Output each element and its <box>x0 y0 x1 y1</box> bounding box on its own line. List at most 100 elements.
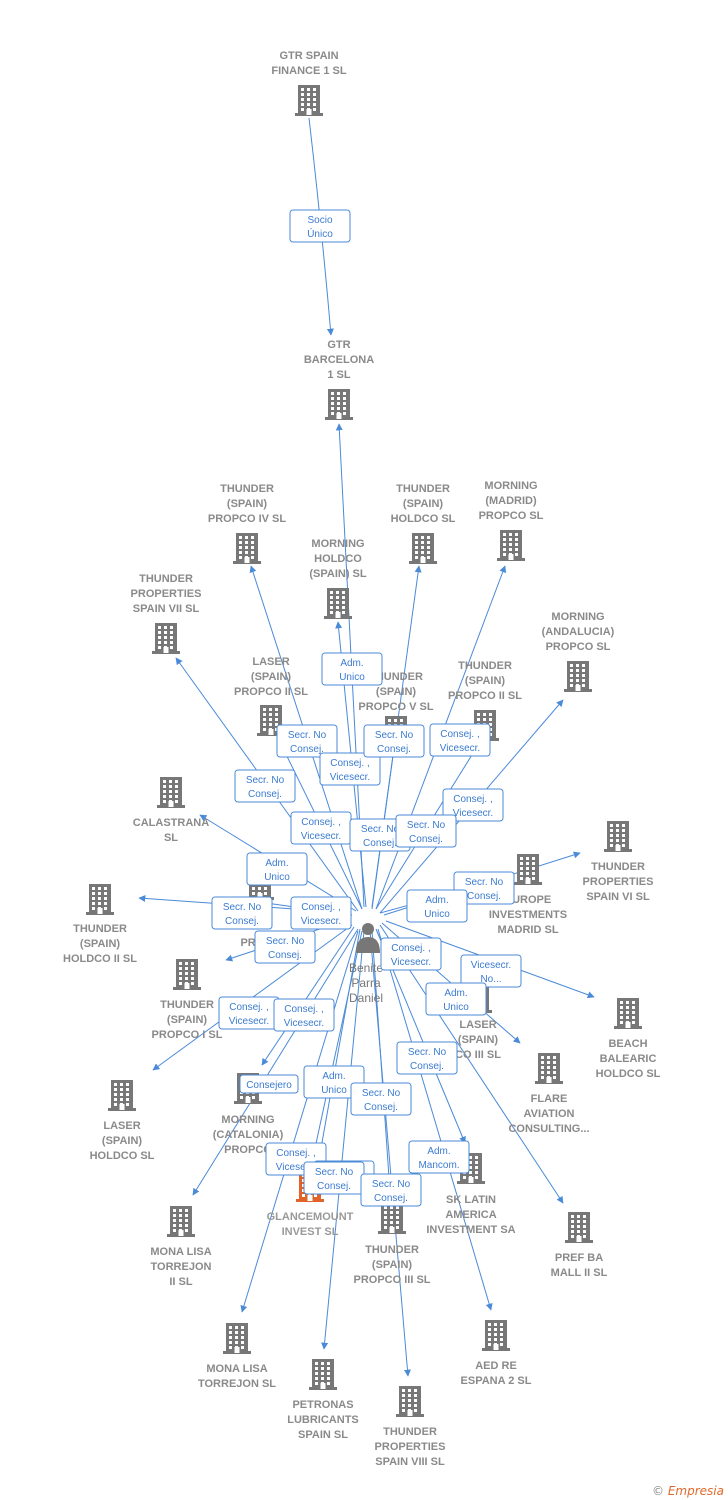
company-name-line: THUNDER <box>139 573 193 585</box>
edge-role-label[interactable]: Adm.Unico <box>406 889 468 923</box>
company-node-morning-andalucia[interactable]: MORNING(ANDALUCIA)PROPCO SL <box>542 611 615 692</box>
company-node-morning-madrid[interactable]: MORNING(MADRID)PROPCO SL <box>479 480 544 561</box>
company-node-thunder-propco-iii[interactable]: THUNDER(SPAIN)PROPCO III SL <box>353 1203 431 1286</box>
edge-role-label[interactable]: Consej. ,Vicesecr. <box>380 937 442 971</box>
building-icon <box>152 623 180 654</box>
company-name-line: LASER <box>103 1120 140 1132</box>
edge-role-text: Consej. <box>363 838 397 849</box>
company-name-line: II SL <box>169 1276 193 1288</box>
building-icon <box>396 1386 424 1417</box>
company-name-line: BARCELONA <box>304 354 374 366</box>
company-name-line: AMERICA <box>445 1209 496 1221</box>
company-name-line: (SPAIN) SL <box>309 568 367 580</box>
company-name-line: THUNDER <box>369 671 423 683</box>
company-node-mona-lisa[interactable]: MONA LISA TORREJON SL <box>198 1323 276 1390</box>
company-node-laser-holdco[interactable]: LASER(SPAIN)HOLDCO SL <box>90 1080 155 1162</box>
company-name-line: HOLDCO SL <box>596 1068 661 1080</box>
company-node-thunder-propco-iv[interactable]: THUNDER(SPAIN)PROPCO IV SL <box>208 483 287 564</box>
company-name-line: PROPCO II SL <box>448 690 522 702</box>
edge-role-text: Vicesecr. <box>276 1162 316 1173</box>
company-name-line: BALEARIC <box>600 1053 657 1065</box>
company-name-line: (SPAIN) <box>80 938 120 950</box>
company-node-flare-aviation[interactable]: FLAREAVIATIONCONSULTING... <box>508 1053 590 1135</box>
edge-role-text: Consej. <box>225 916 259 927</box>
edge-role-text: Adm. <box>427 1146 450 1157</box>
brand-logo[interactable]: Empresia <box>667 1484 724 1498</box>
company-name-line: MONA LISA <box>206 1363 267 1375</box>
company-node-thunder-propco-i[interactable]: THUNDER(SPAIN)PROPCO I SL <box>152 959 223 1041</box>
edge-role-label[interactable]: Consej. ,Vicesecr. <box>442 788 504 822</box>
building-icon <box>173 959 201 990</box>
company-name-line: PROPCO III SL <box>353 1274 430 1286</box>
edge-role-text: Consej. <box>290 744 324 755</box>
edge-role-text: Vicesecr. <box>440 743 480 754</box>
edge-role-label[interactable]: Consej. ,Vicesecr. <box>273 998 335 1032</box>
edge-role-label[interactable]: Adm.Unico <box>303 1065 365 1099</box>
edge-role-text: Secr. No <box>408 1047 447 1058</box>
building-icon <box>604 821 632 852</box>
edge-role-label[interactable]: Adm.Mancom. <box>408 1140 470 1174</box>
company-name-line: LUBRICANTS <box>287 1414 359 1426</box>
edge-line <box>315 928 361 1166</box>
company-name-line: TORREJON SL <box>198 1378 276 1390</box>
edge-role-text: Consej. , <box>391 943 430 954</box>
company-name-line: PROPERTIES <box>131 588 202 600</box>
edge-role-label[interactable]: Adm.Unico <box>425 982 487 1016</box>
company-node-thunder-holdco-ii[interactable]: THUNDER(SPAIN)HOLDCO II SL <box>63 884 137 965</box>
edge-role-text: Consejero <box>246 1080 292 1091</box>
copyright-icon: © <box>652 1484 665 1498</box>
edge-role-label[interactable]: Consejero <box>239 1074 299 1094</box>
edge-role-text: Adm. <box>425 895 448 906</box>
company-name-line: SPAIN VII SL <box>133 603 200 615</box>
company-node-thunder-spain-vii[interactable]: THUNDER PROPERTIES SPAIN VII SL <box>131 573 202 654</box>
edge-role-label[interactable]: Consej. ,Vicesecr. <box>290 896 352 930</box>
company-name-line: INVEST SL <box>282 1226 339 1238</box>
company-name-line: PROPERTIES <box>583 876 654 888</box>
edge-line <box>261 926 355 1066</box>
edge-role-label[interactable]: Consej. ,Vicesecr. <box>290 811 352 845</box>
edge-role-label[interactable]: Consej. ,Vicesecr. <box>319 752 381 786</box>
edge-role-label[interactable]: Vicesecr.No... <box>460 954 522 988</box>
company-name-line: FLARE <box>531 1093 568 1105</box>
company-name-line: (MADRID) <box>485 495 537 507</box>
company-name-line: (SPAIN) <box>465 675 505 687</box>
edge-role-label[interactable]: Adm.Unico <box>246 852 308 886</box>
person-icon[interactable] <box>356 923 380 953</box>
company-name-line: THUNDER <box>220 483 274 495</box>
company-node-thunder-holdco[interactable]: THUNDER(SPAIN)HOLDCO SL <box>391 483 456 564</box>
edge-role-label[interactable]: Consej. ,Vicesecr. <box>429 723 491 757</box>
building-icon <box>614 998 642 1029</box>
company-name-line: AED RE <box>475 1360 517 1372</box>
edge-role-label[interactable]: Consej. ,Vicesecr. <box>218 996 280 1030</box>
edge-role-text: Secr. No <box>407 820 446 831</box>
company-name-line: AVIATION <box>524 1108 575 1120</box>
edge-role-text: Consej. , <box>301 902 340 913</box>
company-name-line: HOLDCO SL <box>391 513 456 525</box>
edge-role-label[interactable]: Adm.Unico <box>321 652 383 686</box>
company-node-laser-propco-ii[interactable]: LASER(SPAIN)PROPCO II SL <box>234 656 308 736</box>
